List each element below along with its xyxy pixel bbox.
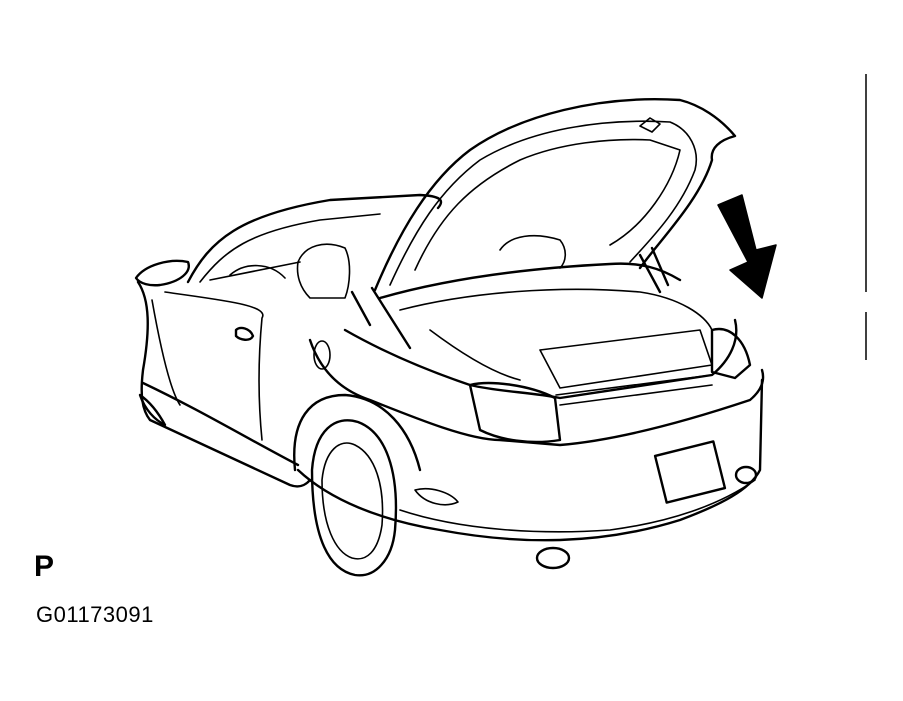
- trunk-latch: [639, 117, 661, 133]
- rear-tire: [310, 419, 398, 577]
- door-handle: [234, 326, 255, 341]
- side-mirror: [134, 259, 190, 287]
- trunk-tray: [539, 329, 713, 406]
- rear-quarter: [308, 338, 765, 447]
- trunk-hinge-right: [638, 246, 670, 294]
- figure-code: G01173091: [36, 602, 154, 627]
- seat-left: [296, 243, 351, 299]
- tonneau-edge: [378, 262, 682, 300]
- license-plate: [653, 440, 727, 504]
- seat-right: [499, 234, 567, 269]
- front-wheel: [138, 393, 167, 427]
- windshield-frame: [186, 193, 443, 284]
- car-rocker-line: [141, 381, 300, 467]
- exhaust-left: [535, 546, 571, 570]
- car-body-outline: [136, 280, 312, 488]
- rear-bumper: [296, 378, 764, 542]
- car-illustration: [134, 98, 765, 577]
- rear-bumper-lower: [399, 479, 756, 533]
- trunk-floor: [399, 288, 713, 381]
- exhaust-right: [734, 465, 758, 485]
- rear-reflector: [414, 487, 459, 506]
- fuel-door: [313, 340, 331, 370]
- down-arrow-icon: [717, 194, 777, 299]
- windshield-inner: [199, 213, 381, 283]
- rear-wheel-rim: [321, 442, 384, 560]
- rear-deck: [343, 318, 738, 400]
- view-label: P: [34, 550, 55, 583]
- car-door-line: [151, 291, 264, 441]
- trunk-lid: [373, 98, 737, 292]
- trunk-lid-panel: [414, 138, 681, 271]
- taillight: [468, 381, 562, 444]
- trunk-lid-inner: [389, 120, 697, 286]
- wheel-arch: [293, 393, 422, 472]
- trunk-hinge-left: [350, 286, 412, 350]
- taillight-right: [710, 327, 752, 380]
